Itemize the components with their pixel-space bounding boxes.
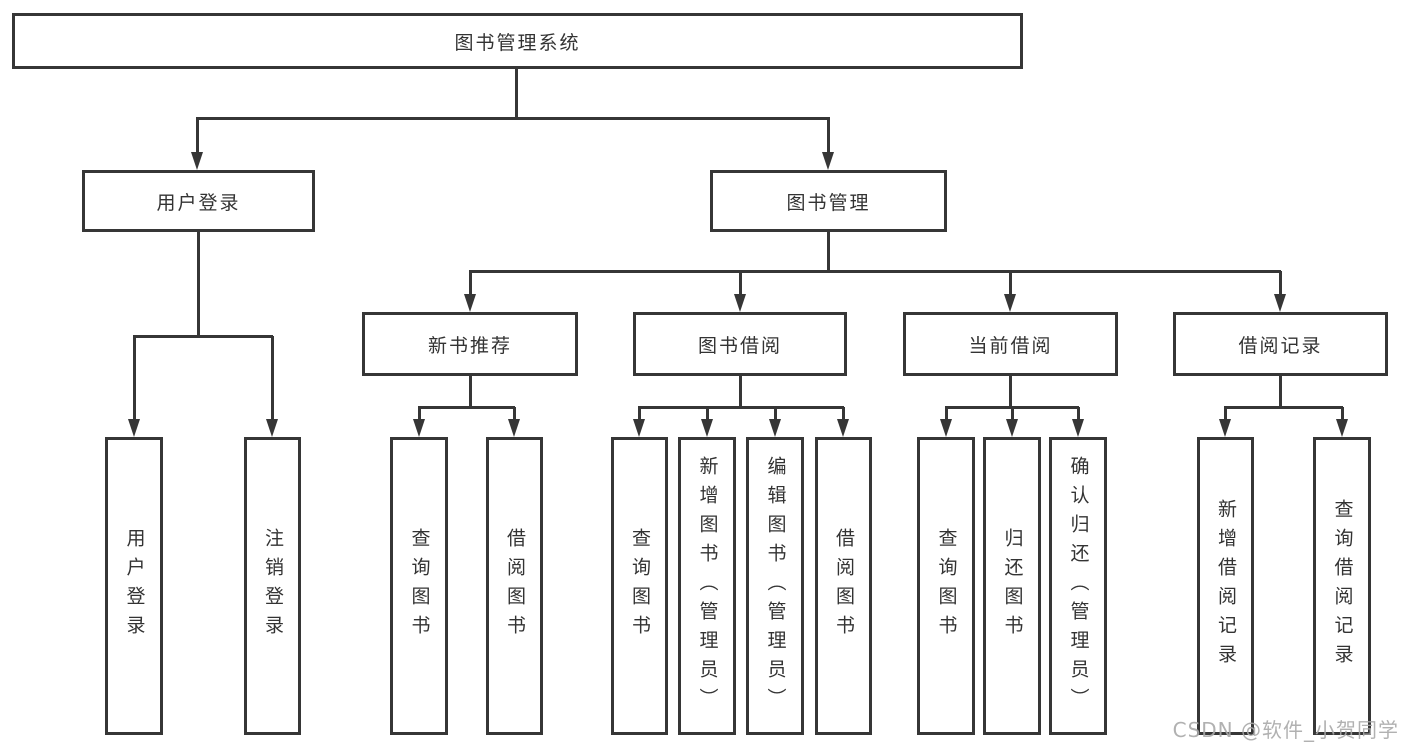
node-leaf-nbr-borrow: 借阅图书	[486, 437, 543, 735]
node-leaf-cb-return: 归还图书	[983, 437, 1041, 735]
node-label: 归还图书	[1001, 528, 1024, 644]
connector-line	[1011, 407, 1014, 421]
arrow-down-icon	[769, 419, 781, 437]
node-leaf-cb-confirm: 确认归还（管理员）	[1049, 437, 1107, 735]
node-label: 用户登录	[156, 191, 241, 214]
arrow-down-icon	[701, 419, 713, 437]
node-leaf-user-login: 用户登录	[105, 437, 163, 735]
node-current-borrow: 当前借阅	[903, 312, 1118, 376]
connector-line	[827, 118, 830, 154]
connector-line	[469, 271, 472, 296]
node-label: 查询借阅记录	[1331, 499, 1354, 673]
connector-line	[774, 407, 777, 421]
connector-line	[133, 335, 273, 338]
arrow-down-icon	[413, 419, 425, 437]
connector-line	[196, 117, 830, 120]
connector-line	[271, 336, 274, 421]
node-leaf-nbr-query: 查询图书	[390, 437, 448, 735]
arrow-down-icon	[1219, 419, 1231, 437]
connector-line	[1279, 376, 1282, 408]
connector-line	[842, 407, 845, 421]
node-label: 查询图书	[629, 528, 651, 644]
arrow-down-icon	[128, 419, 140, 437]
connector-line	[133, 336, 136, 421]
arrow-down-icon	[508, 419, 520, 437]
node-leaf-br-add: 新增借阅记录	[1197, 437, 1254, 735]
connector-line	[1009, 271, 1012, 296]
node-label: 确认归还（管理员）	[1067, 455, 1090, 717]
node-label: 查询图书	[935, 528, 958, 644]
arrow-down-icon	[734, 294, 746, 312]
connector-line	[515, 69, 518, 119]
connector-line	[1224, 407, 1227, 421]
csdn-watermark: CSDN @软件_小贺同学	[1172, 718, 1399, 742]
arrow-down-icon	[633, 419, 645, 437]
connector-line	[1077, 407, 1080, 421]
arrow-down-icon	[1336, 419, 1348, 437]
node-label: 图书借阅	[697, 334, 782, 357]
arrow-down-icon	[940, 419, 952, 437]
node-leaf-logout: 注销登录	[244, 437, 301, 735]
connector-line	[197, 232, 200, 337]
connector-line	[638, 407, 641, 421]
node-label: 新书推荐	[427, 334, 512, 357]
connector-line	[1341, 407, 1344, 421]
connector-line	[1224, 406, 1343, 409]
connector-line	[1279, 271, 1282, 296]
node-borrow-records: 借阅记录	[1173, 312, 1388, 376]
arrow-down-icon	[822, 152, 834, 170]
node-leaf-bb-add: 新增图书（管理员）	[678, 437, 736, 735]
node-label: 新增图书（管理员）	[696, 455, 719, 717]
node-label: 用户登录	[123, 528, 146, 644]
connector-line	[196, 118, 199, 154]
connector-line	[638, 406, 844, 409]
node-user-login: 用户登录	[82, 170, 315, 232]
connector-line	[739, 376, 742, 408]
connector-line	[827, 232, 830, 272]
arrow-down-icon	[266, 419, 278, 437]
node-leaf-br-query: 查询借阅记录	[1313, 437, 1371, 735]
node-leaf-bb-query: 查询图书	[611, 437, 668, 735]
arrow-down-icon	[464, 294, 476, 312]
arrow-down-icon	[1274, 294, 1286, 312]
arrow-down-icon	[837, 419, 849, 437]
arrow-down-icon	[1006, 419, 1018, 437]
node-label: 图书管理	[786, 191, 871, 214]
node-label: 借阅记录	[1238, 334, 1323, 357]
node-label: 当前借阅	[968, 334, 1053, 357]
node-label: 编辑图书（管理员）	[764, 455, 787, 717]
node-label: 借阅图书	[833, 528, 855, 644]
node-label: 查询图书	[408, 528, 431, 644]
node-label: 注销登录	[262, 528, 284, 644]
node-root: 图书管理系统	[12, 13, 1023, 69]
node-book-mgmt: 图书管理	[710, 170, 947, 232]
connector-line	[513, 407, 516, 421]
connector-line	[418, 406, 515, 409]
node-leaf-bb-edit: 编辑图书（管理员）	[746, 437, 804, 735]
connector-line	[739, 271, 742, 296]
node-leaf-bb-borrow: 借阅图书	[815, 437, 872, 735]
connector-line	[1009, 376, 1012, 408]
connector-line	[418, 407, 421, 421]
connector-line	[469, 376, 472, 408]
node-label: 新增借阅记录	[1215, 499, 1237, 673]
node-label: 借阅图书	[504, 528, 526, 644]
node-book-borrow: 图书借阅	[633, 312, 847, 376]
arrow-down-icon	[1004, 294, 1016, 312]
node-label: 图书管理系统	[454, 31, 581, 54]
arrow-down-icon	[191, 152, 203, 170]
connector-line	[706, 407, 709, 421]
node-new-book-rec: 新书推荐	[362, 312, 578, 376]
connector-line	[945, 407, 948, 421]
connector-line	[469, 270, 1281, 273]
arrow-down-icon	[1072, 419, 1084, 437]
node-leaf-cb-query: 查询图书	[917, 437, 975, 735]
